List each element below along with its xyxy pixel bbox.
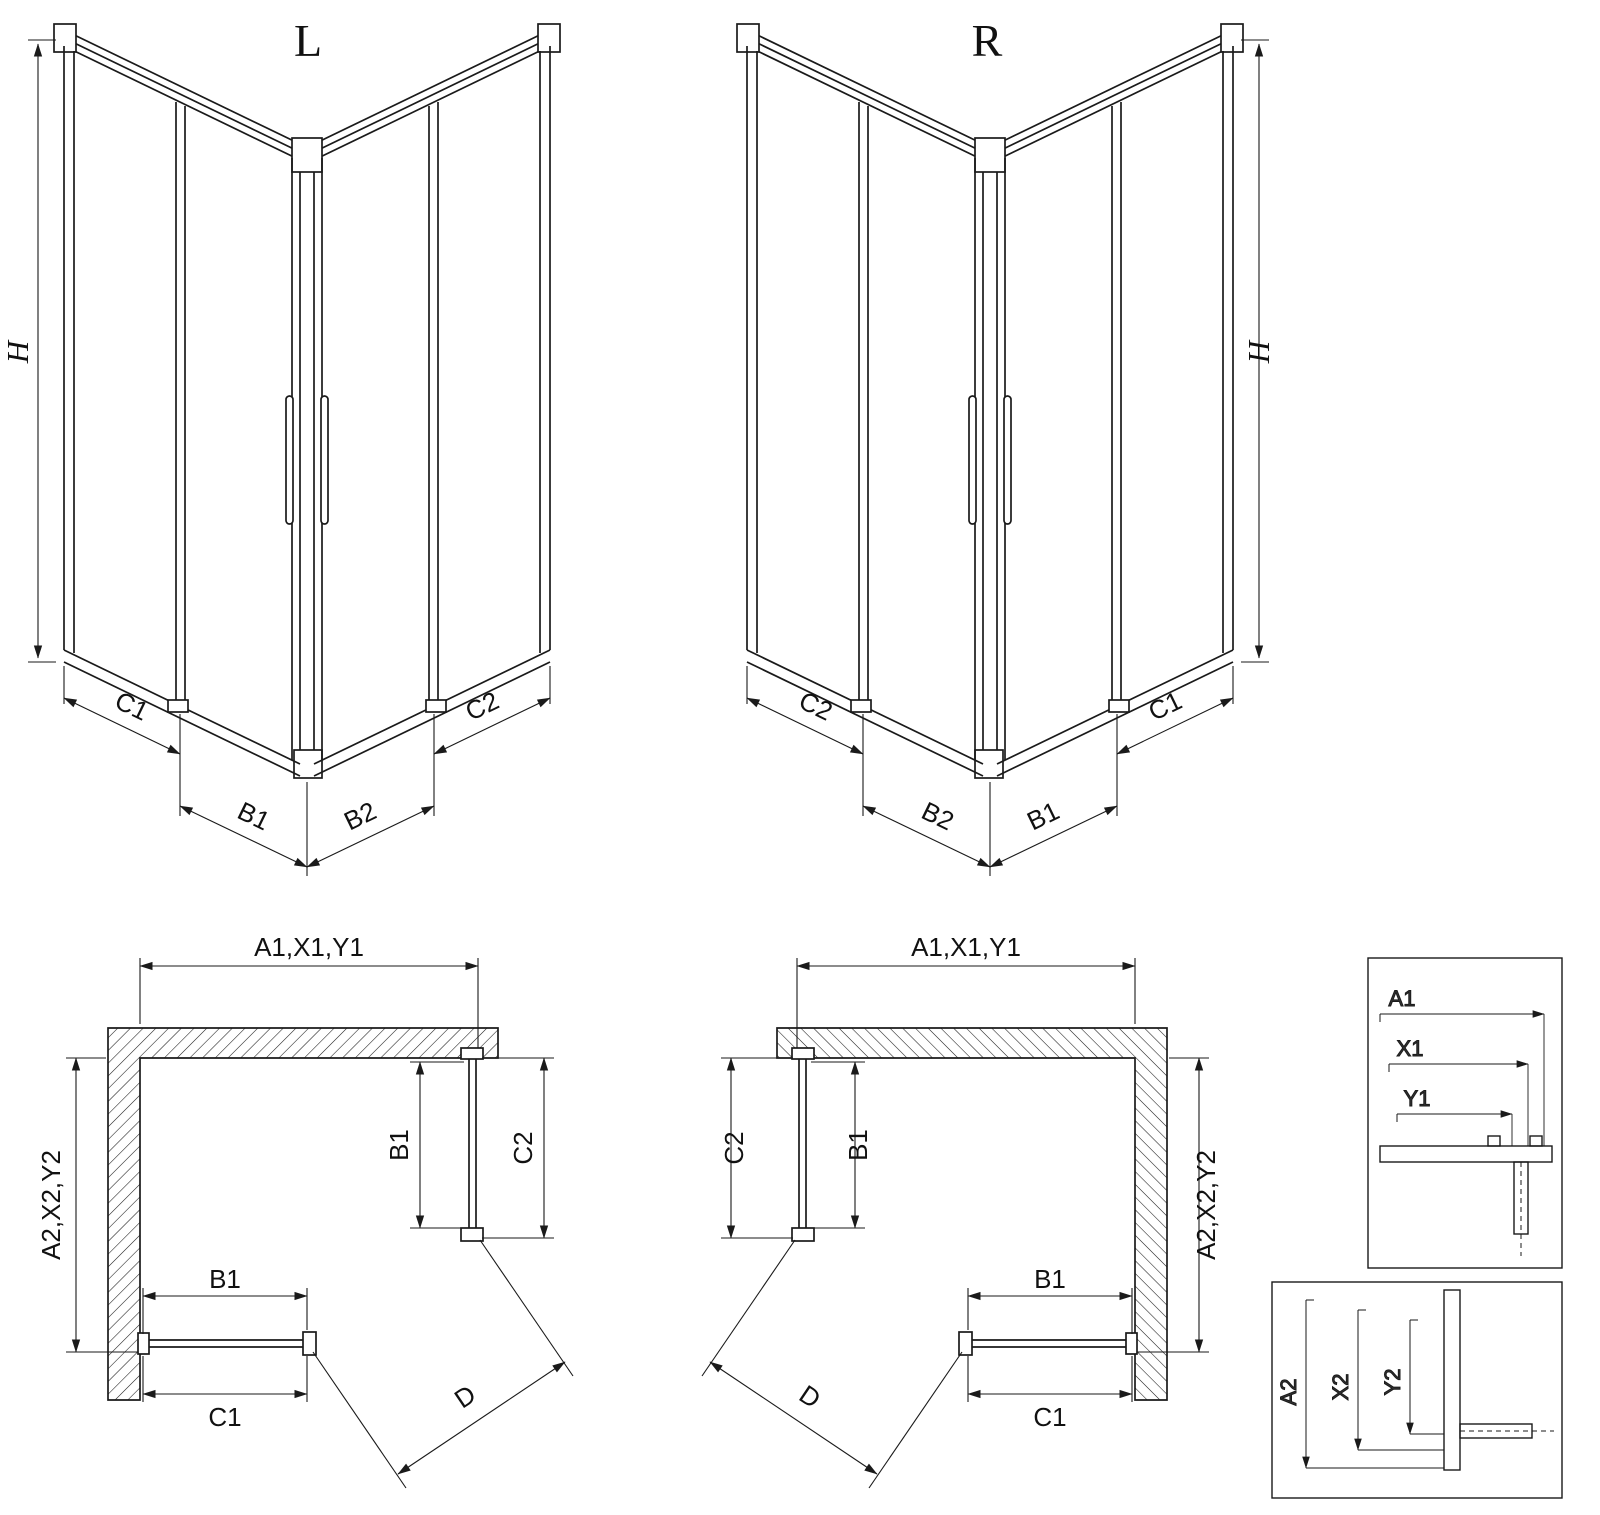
dim-label-b2: B2 <box>917 795 959 836</box>
dim-label-c1: C1 <box>110 685 153 726</box>
dim-label-b1-bottom: B1 <box>1034 1264 1066 1294</box>
dim-label-x2: X2 <box>1328 1374 1353 1401</box>
plan-left-geometry <box>66 958 573 1488</box>
iso-right-geometry <box>737 24 1269 876</box>
plan-view-right: A1,X1,Y1 A2,X2,Y2 C2 B1 B1 C1 D <box>702 932 1221 1488</box>
corner-profile-section <box>1443 1289 1554 1471</box>
dim-label-b2: B2 <box>339 795 381 836</box>
detail-depth-references: A2 X2 Y2 <box>1271 1281 1563 1499</box>
dim-label-b1-bottom: B1 <box>209 1264 241 1294</box>
dim-label-a2x2y2: A2,X2,Y2 <box>36 1150 66 1260</box>
dim-label-d: D <box>794 1379 826 1414</box>
dim-label-c2-side: C2 <box>719 1131 749 1164</box>
dim-label-c1-bottom: C1 <box>1033 1402 1066 1432</box>
dim-label-a2: A2 <box>1276 1379 1301 1406</box>
variant-label-r: R <box>972 15 1003 66</box>
dim-label-a2x2y2: A2,X2,Y2 <box>1191 1150 1221 1260</box>
corner-profile-section <box>1379 1135 1553 1256</box>
dim-label-y1: Y1 <box>1404 1086 1431 1111</box>
dim-label-a1: A1 <box>1389 986 1416 1011</box>
dim-label-b1: B1 <box>1022 795 1064 836</box>
dim-label-b1-side: B1 <box>843 1129 873 1161</box>
dim-label-b1-side: B1 <box>384 1129 414 1161</box>
dim-label-a1x1y1: A1,X1,Y1 <box>254 932 364 962</box>
dim-label-y2: Y2 <box>1380 1369 1405 1396</box>
detail-width-references: A1 X1 Y1 <box>1367 957 1563 1269</box>
variant-label-l: L <box>294 15 322 66</box>
dim-label-c1: C1 <box>1144 685 1187 726</box>
dim-label-h: H <box>1241 339 1276 364</box>
plan-right-geometry <box>702 958 1209 1488</box>
dim-label-d: D <box>449 1379 481 1414</box>
dim-label-c2: C2 <box>461 685 504 726</box>
plan-view-left: A1,X1,Y1 A2,X2,Y2 B1 C2 B1 C1 D <box>36 932 573 1488</box>
dim-label-c1-bottom: C1 <box>208 1402 241 1432</box>
dim-label-h: H <box>0 339 35 364</box>
detail-frame <box>1271 1281 1563 1499</box>
dim-label-b1: B1 <box>233 795 275 836</box>
iso-view-right: R H C2 B2 B1 C1 <box>737 15 1276 876</box>
iso-view-left: L H C1 B1 B2 C2 <box>0 15 560 876</box>
dim-label-c2-side: C2 <box>508 1131 538 1164</box>
dim-label-a1x1y1: A1,X1,Y1 <box>911 932 1021 962</box>
detail-frame <box>1367 957 1563 1269</box>
iso-left-geometry <box>28 24 560 876</box>
dim-label-x1: X1 <box>1397 1036 1424 1061</box>
